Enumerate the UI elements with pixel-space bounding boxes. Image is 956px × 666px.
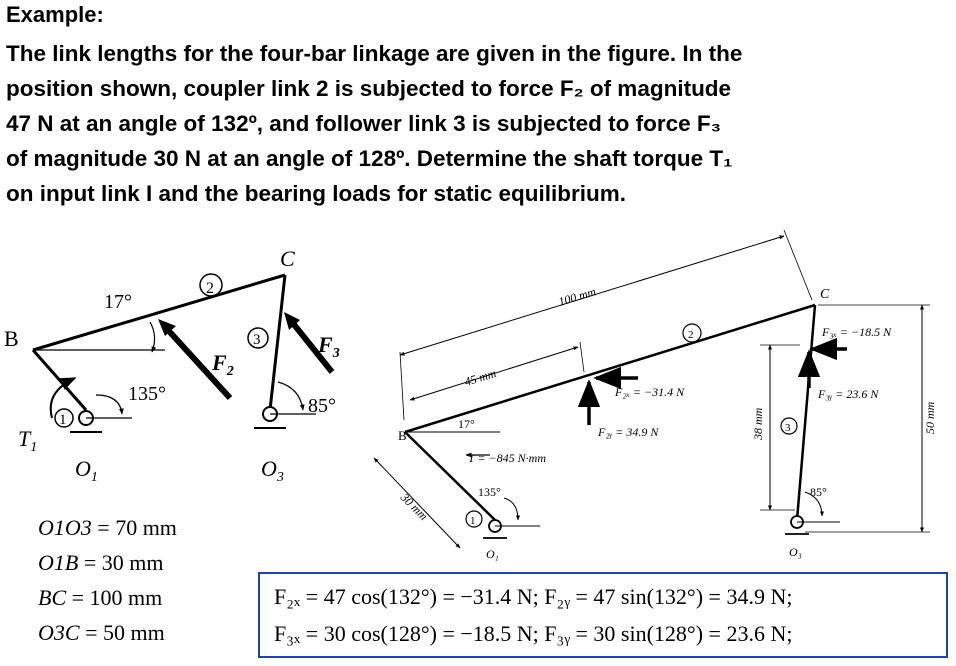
angle-label: 17° [104,291,132,313]
label-o3: O3 [261,456,284,485]
f2x-label: F₂ₓ = −31.4 N [614,385,685,399]
link-number: 2 [688,329,694,341]
right-linkage-figure [373,229,930,549]
link-length-row: O1O3 = 70 mm [38,515,177,540]
link-number-circle [199,273,223,297]
dim-38: 38 mm [751,407,765,441]
label-o1-right: O₁ [486,547,499,561]
label-o3-right: O₃ [789,545,802,559]
problem-line: of magnitude 30 N at an angle of 128º. D… [6,146,733,171]
example-label: Example: [6,2,104,27]
equation-line: F₂ₓ = 47 cos(132°) = −31.4 N; F₂ᵧ = 47 s… [274,584,793,609]
angle-135: 135° [478,485,501,499]
label-b-right: B [398,428,407,443]
dim-30: 30 mm [397,490,431,524]
left-linkage-figure [31,273,335,433]
f3x-label: F₃ₓ = −18.5 N [821,325,892,339]
angle-arc [95,394,124,415]
coupler-link [32,273,286,352]
label-o1: O1 [75,456,98,485]
label-b: B [4,326,19,351]
problem-line: 47 N at an angle of 132º, and follower l… [6,111,722,136]
torque-label: T = −845 N·mm [468,451,546,465]
link-number-circle [247,327,269,349]
problem-line: The link lengths for the four-bar linkag… [6,41,743,66]
force-f3-arrow [289,320,335,374]
force-f2-arrow [165,327,233,401]
label-f2: F2 [211,350,234,379]
angle-label: 85° [308,395,336,417]
angle-label: 135° [128,383,166,405]
link-number: 2 [206,280,214,297]
problem-statement: The link lengths for the four-bar linkag… [6,36,946,211]
angle-17: 17° [458,417,475,431]
input-link [31,349,88,411]
label-c: C [280,246,295,271]
link-number: 1 [470,515,476,527]
link-number: 1 [59,412,67,428]
label-c-right: C [820,287,830,302]
link-length-row: O1B = 30 mm [38,550,164,575]
f2y-label: F₂ᵧ = 34.9 N [597,425,659,439]
problem-line: position shown, coupler link 2 is subjec… [6,76,732,101]
f3y-label: F₃ᵧ = 23.6 N [817,387,879,401]
dim-100: 100 mm [557,284,598,309]
link-length-row: BC = 100 mm [38,585,163,610]
torque-arrow [49,377,77,419]
angle-arc [149,321,157,353]
link-length-row: O3C = 50 mm [38,620,165,645]
link-number: 3 [785,422,791,434]
dim-50: 50 mm [923,401,937,434]
force-components-box: F₂ₓ = 47 cos(132°) = −31.4 N; F₂ᵧ = 47 s… [258,572,948,658]
link-number: 3 [253,332,261,348]
link-number-circle [54,408,74,428]
dim-45: 45 mm [463,366,498,389]
problem-line: on input link I and the bearing loads fo… [6,181,627,206]
label-t1: T1 [18,426,37,455]
angle-85: 85° [810,485,827,499]
follower-link [268,274,287,411]
angle-arc [277,381,305,411]
equation-line: F₃ₓ = 30 cos(128°) = −18.5 N; F₃ᵧ = 30 s… [274,621,793,646]
label-f3: F3 [317,332,340,361]
